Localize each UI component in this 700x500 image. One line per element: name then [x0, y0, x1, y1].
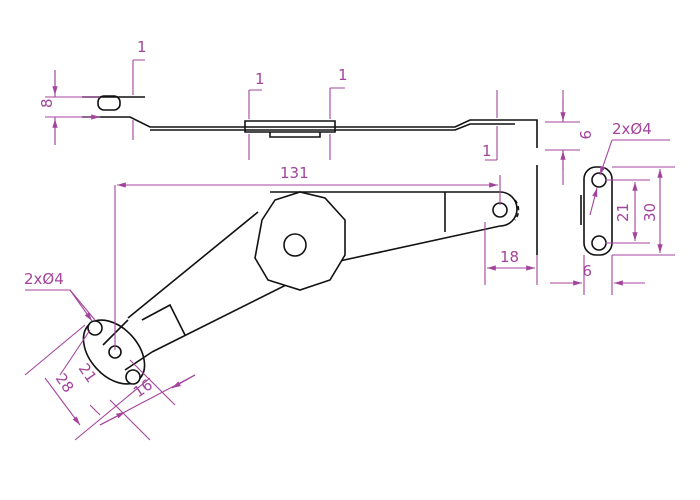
mount-plate-view: 2xØ4 21 30 9 [550, 120, 675, 295]
dim-1-b: 1 [255, 70, 265, 88]
dim-1-d: 1 [482, 142, 492, 160]
dim-131: 131 [280, 164, 309, 182]
dim-18: 18 [500, 248, 519, 266]
dim-1-c: 1 [338, 66, 348, 84]
mount-dim-21: 21 [614, 203, 632, 222]
side-view: 131 18 2xØ4 28 21 16 [24, 164, 538, 441]
mount-holes-label: 2xØ4 [612, 120, 652, 138]
base-holes-label: 2xØ4 [24, 270, 64, 288]
top-view: 8 1 1 1 1 9 [38, 38, 594, 185]
mount-dim-30: 30 [641, 203, 659, 222]
dim-1-a: 1 [137, 38, 147, 56]
dim-9-top: 9 [576, 130, 594, 140]
dim-8: 8 [38, 98, 56, 108]
mount-dim-9: 9 [582, 261, 592, 279]
